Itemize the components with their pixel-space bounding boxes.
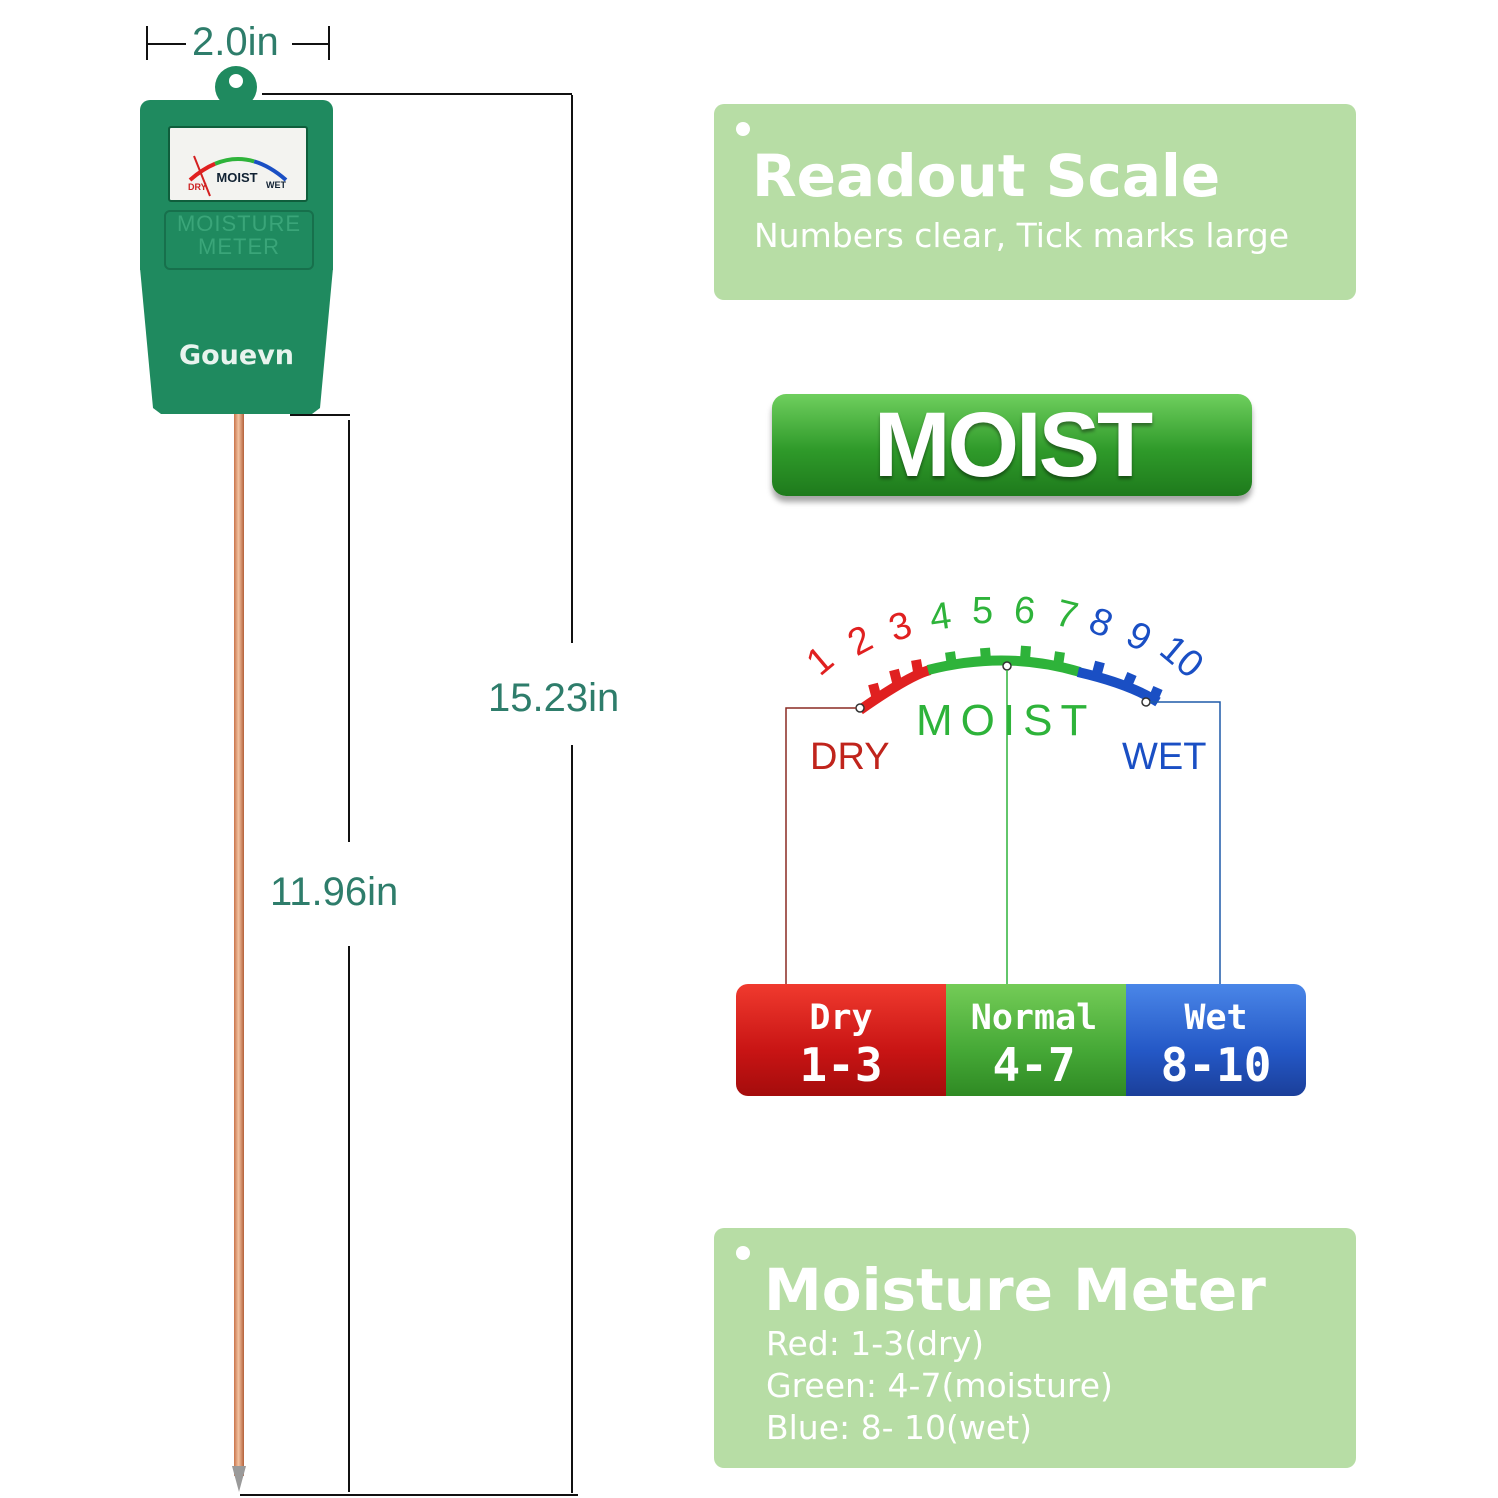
total-height-label: 15.23in (488, 676, 620, 720)
card-bullet-dot (736, 122, 750, 136)
width-arrow-right (292, 43, 328, 45)
brand-name: Gouevn (178, 340, 295, 371)
width-left-tick (146, 26, 148, 60)
probe-length-lower-line (348, 946, 350, 1492)
width-label: 2.0in (192, 20, 279, 64)
total-height-top-line (262, 93, 572, 95)
probe-tip (232, 1466, 246, 1492)
moist-banner: MOIST (772, 394, 1252, 496)
dial-dry-label: DRY (188, 182, 207, 192)
range-dry: Dry 1-3 (736, 984, 946, 1096)
meter-body (140, 268, 333, 414)
scale-arc (785, 645, 1221, 985)
readout-scale-subtitle: Numbers clear, Tick marks large (754, 216, 1290, 255)
wet-connector-line (1150, 701, 1221, 985)
total-height-upper-line (571, 95, 573, 643)
readout-scale-title: Readout Scale (752, 142, 1221, 210)
range-dry-value: 1-3 (799, 1038, 883, 1092)
width-right-tick (328, 26, 330, 60)
scale-moist-label: MOIST (916, 696, 1096, 745)
plate-line-1: MOISTURE (176, 211, 302, 236)
moisture-meter-title: Moisture Meter (764, 1256, 1266, 1324)
dial-moist-label: MOIST (216, 170, 258, 185)
scale-number-5: 5 (972, 590, 994, 632)
moisture-meter-card: Moisture Meter Red: 1-3(dry) Green: 4-7(… (714, 1228, 1356, 1468)
meter-dial (168, 126, 308, 202)
scale-dry-label: DRY (810, 736, 890, 778)
meter-card-green-line: Green: 4-7(moisture) (766, 1366, 1113, 1405)
probe-length-top-line (290, 414, 350, 416)
probe-length-label: 11.96in (270, 870, 399, 914)
width-arrow-left (148, 43, 186, 45)
range-wet: Wet 8-10 (1126, 984, 1306, 1096)
hang-hole (229, 74, 243, 88)
range-wet-label: Wet (1184, 998, 1248, 1038)
plate-line-2: METER (198, 234, 280, 259)
range-normal-value: 4-7 (992, 1038, 1076, 1092)
probe-length-upper-line (348, 420, 350, 842)
moist-banner-text: MOIST (873, 394, 1153, 496)
meter-nameplate: MOISTURE METER (164, 210, 314, 270)
scale-dry-arc (857, 665, 932, 715)
scale-moist-arc (926, 655, 1082, 677)
total-height-bottom-line (240, 1494, 578, 1496)
copper-probe (234, 414, 244, 1476)
card-bullet-dot (736, 1246, 750, 1260)
total-height-lower-line (571, 745, 573, 1493)
meter-card-red-line: Red: 1-3(dry) (766, 1324, 984, 1363)
dry-connector-line (785, 707, 856, 985)
range-wet-value: 8-10 (1160, 1038, 1272, 1092)
range-dry-label: Dry (809, 998, 873, 1038)
scale-wet-label: WET (1122, 736, 1207, 778)
scale-number-6: 6 (1011, 589, 1038, 633)
dial-wet-label: WET (266, 180, 286, 190)
range-normal-label: Normal (970, 998, 1098, 1038)
readout-scale-card: Readout Scale Numbers clear, Tick marks … (714, 104, 1356, 300)
dial-arc (188, 155, 288, 197)
meter-card-blue-line: Blue: 8- 10(wet) (766, 1408, 1032, 1447)
range-normal: Normal 4-7 (936, 984, 1132, 1096)
